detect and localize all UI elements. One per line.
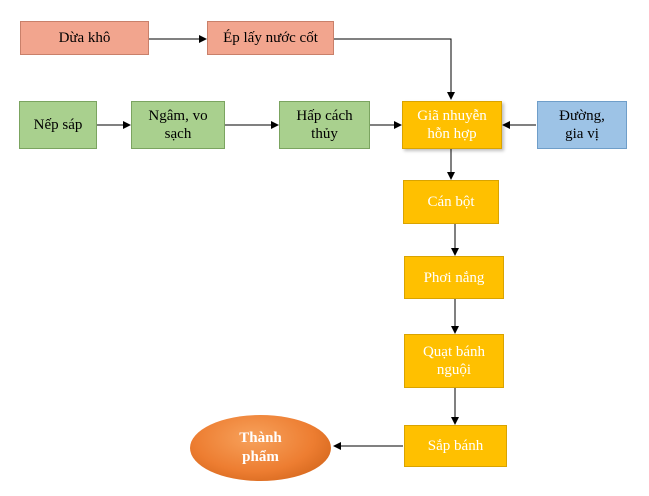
node-ep-nuoc-cot: Ép lấy nước cốt (207, 21, 334, 55)
node-ngam-vo-sach: Ngâm, vo sạch (131, 101, 225, 149)
node-can-bot: Cán bột (403, 180, 499, 224)
node-thanh-pham: Thành phẩm (190, 415, 331, 481)
edge-ep-nuoc-cot-to-gia-nhuyen (334, 38, 455, 100)
node-phoi-nang: Phơi nắng (404, 256, 504, 299)
node-duong-gia-vi: Đường, gia vị (537, 101, 627, 149)
node-nep-sap: Nếp sáp (19, 101, 97, 149)
node-dua-kho: Dừa khô (20, 21, 149, 55)
node-quat-banh-nguoi: Quạt bánh nguội (404, 334, 504, 388)
node-sap-banh: Sắp bánh (404, 425, 507, 467)
node-hap-cach-thuy: Hấp cách thủy (279, 101, 370, 149)
node-gia-nhuyen: Giã nhuyễn hỗn hợp (402, 101, 502, 149)
